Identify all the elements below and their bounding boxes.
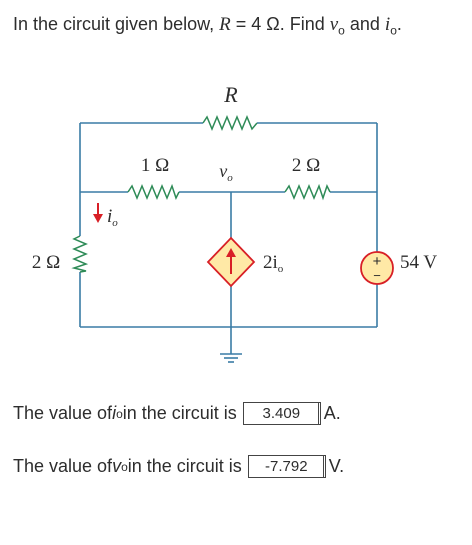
io-answer-field[interactable]: 3.409: [242, 402, 321, 425]
label-r: R: [223, 82, 238, 107]
vo-sub: o: [338, 23, 345, 38]
answer-io-symbol: i: [112, 403, 117, 423]
answer-vo-suffix: in the circuit is: [127, 456, 242, 476]
resistor-r: [202, 115, 258, 131]
io-answer-value: 3.409: [244, 403, 320, 424]
io-sub: o: [390, 23, 397, 38]
answer-io-suffix: in the circuit is: [122, 403, 237, 423]
question-prefix: In the circuit given below,: [13, 14, 220, 34]
vsource-minus: −: [373, 268, 381, 283]
label-54v: 54 V: [400, 252, 437, 273]
label-2ohm-right: 2 Ω: [292, 155, 320, 176]
and-text: and: [344, 14, 385, 34]
question-text: In the circuit given below, R = 4 Ω. Fin…: [13, 14, 402, 38]
vo-answer-unit: V.: [328, 456, 345, 476]
io-symbol: i: [384, 14, 391, 35]
r-value: = 4 Ω. Find: [230, 14, 330, 34]
io-arrow-head: [93, 214, 103, 223]
label-vo: vo: [219, 161, 233, 184]
voltage-source: [360, 251, 394, 285]
answer-vo-symbol: v: [112, 456, 122, 476]
resistor-1ohm: [127, 183, 180, 200]
answer-io-sub: o: [116, 406, 123, 421]
answer-vo-sub: o: [121, 459, 128, 474]
label-io: io: [107, 206, 118, 229]
vsource-plus: +: [373, 253, 382, 270]
r-symbol: R: [219, 14, 231, 35]
source-arrow-head: [226, 248, 236, 257]
vo-answer-field[interactable]: -7.792: [247, 455, 326, 478]
resistor-2ohm-left: [71, 235, 89, 273]
resistor-2ohm-right: [284, 183, 331, 201]
question-suffix: .: [396, 14, 402, 34]
answer-vo-prefix: The value of: [13, 456, 113, 476]
answer-io-prefix: The value of: [13, 403, 113, 423]
circuit-diagram: + − R 1 Ω vo 2 Ω io 2 Ω 2io 54 V: [32, 82, 437, 363]
label-source: 2io: [263, 252, 284, 275]
vo-symbol: v: [329, 14, 339, 35]
io-answer-unit: A.: [323, 403, 341, 423]
label-1ohm: 1 Ω: [141, 155, 169, 176]
label-2ohm-left: 2 Ω: [32, 252, 60, 273]
vo-answer-value: -7.792: [249, 456, 325, 477]
